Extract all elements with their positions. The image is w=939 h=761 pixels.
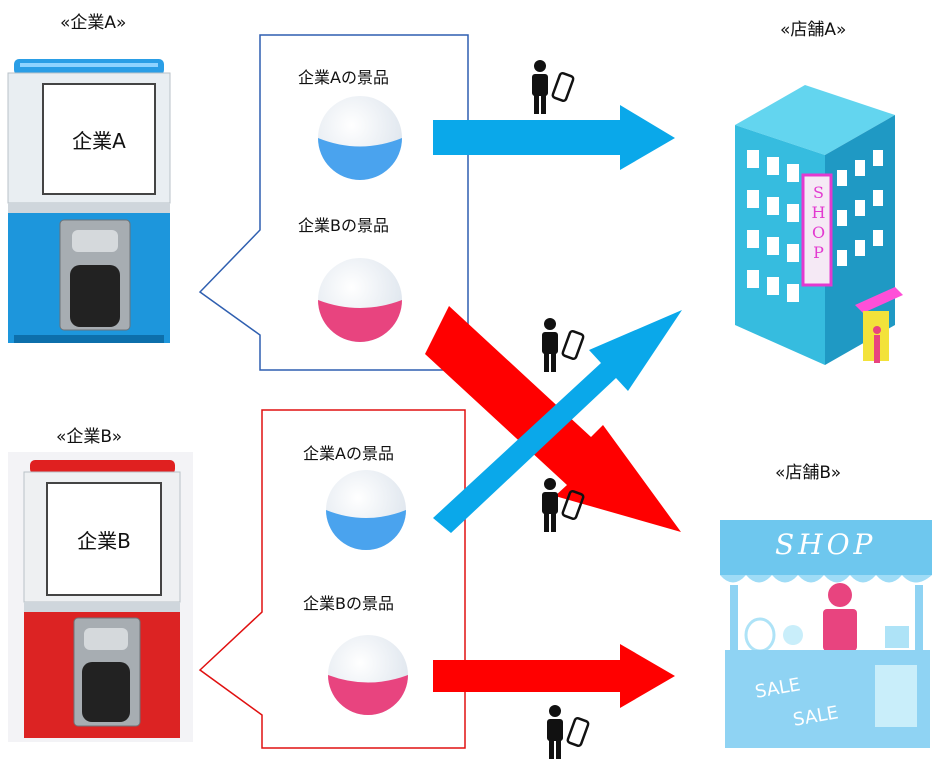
person-with-phone-icon	[532, 60, 575, 114]
store-b-sign: SHOP	[775, 528, 877, 561]
prize-label-b: 企業Bの景品	[303, 594, 394, 613]
person-with-phone-icon	[547, 705, 590, 759]
company-a-header: «企業A»	[60, 13, 127, 33]
store-a-building: SHOP	[725, 55, 905, 375]
gacha-machine-b-card: 企業B	[46, 482, 162, 596]
store-b-stall-graphic	[720, 520, 932, 748]
prize-label-a: 企業Aの景品	[303, 444, 394, 463]
prize-label-b: 企業Bの景品	[298, 216, 389, 235]
company-b-header: «企業B»	[56, 427, 123, 447]
arrow-blue-diagonal-to-store-a	[433, 310, 682, 533]
arrow-red-diagonal-to-store-b	[425, 306, 681, 532]
arrow-red-b-to-store-b	[433, 644, 675, 708]
capsule-blue-icon	[326, 470, 406, 550]
person-with-phone-icon	[542, 478, 585, 532]
gacha-machine-a: 企業A	[0, 55, 175, 345]
arrow-blue-a-to-store-a	[433, 105, 675, 170]
store-b-header: «店舗B»	[775, 463, 842, 483]
prize-label-a: 企業Aの景品	[298, 68, 389, 87]
capsule-pink-icon	[318, 258, 402, 342]
capsule-pink-icon	[328, 635, 408, 715]
person-with-phone-icon	[542, 318, 585, 372]
gacha-machine-a-card: 企業A	[42, 83, 156, 195]
store-a-header: «店舗A»	[780, 20, 847, 40]
capsule-blue-icon	[318, 96, 402, 180]
store-a-building-graphic	[735, 85, 903, 365]
store-a-sign: SHOP	[809, 183, 828, 263]
store-b-stall: SHOP SALE SALE	[715, 510, 937, 750]
gacha-machine-b: 企業B	[8, 452, 193, 742]
